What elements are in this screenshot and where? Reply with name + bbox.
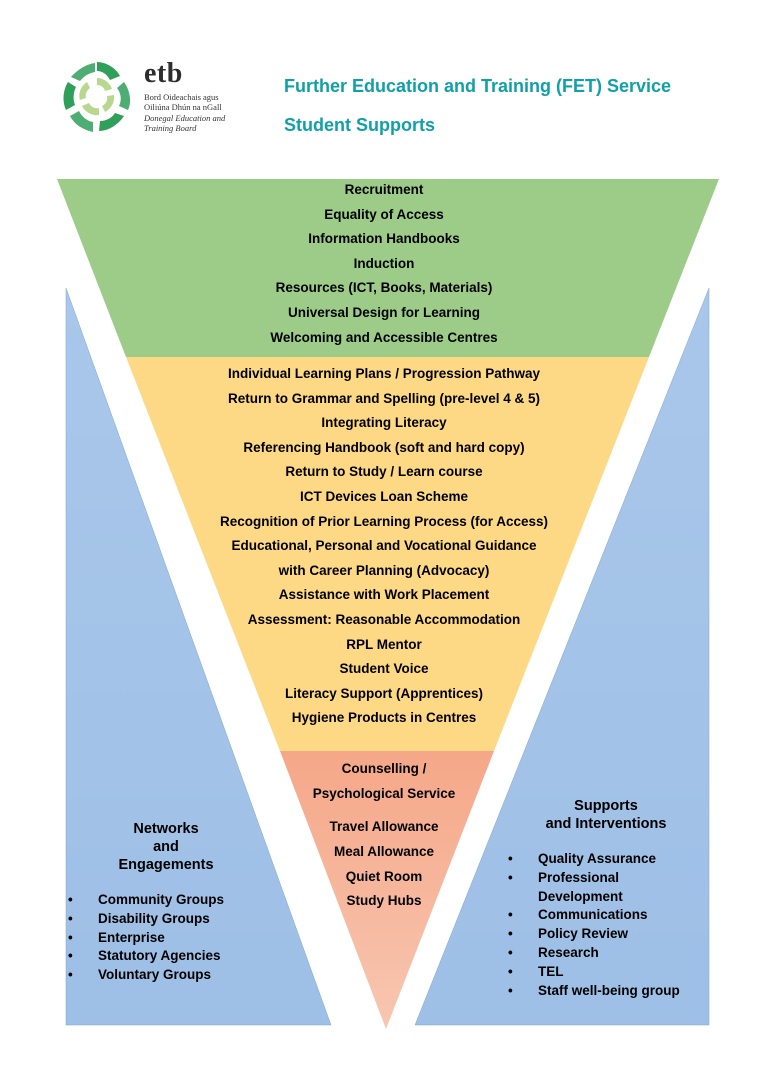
tier3-item: Psychological Service — [312, 785, 456, 801]
bullet-icon: • — [508, 982, 513, 998]
list-item-label: Voluntary Groups — [98, 967, 212, 983]
tier1-item: Welcoming and Accessible Centres — [270, 329, 498, 345]
tier2-list: Individual Learning Plans / Progression … — [168, 362, 600, 731]
tier3-shape — [280, 751, 494, 1029]
tier1-item: Induction — [353, 255, 415, 271]
bullet-icon: • — [508, 926, 513, 942]
list-item: • Policy Review — [504, 925, 680, 944]
tier1-item: Recruitment — [344, 182, 424, 197]
page-subtitle: Student Supports — [284, 115, 435, 135]
bullet-icon: • — [68, 910, 73, 926]
bullet-icon: • — [68, 892, 73, 907]
tier2-item: Literacy Support (Apprentices) — [284, 685, 484, 701]
list-item: • Statutory Agencies — [64, 947, 224, 966]
bullet-icon: • — [68, 967, 73, 983]
logo-swirl-icon — [63, 62, 131, 132]
list-item: • TEL — [504, 963, 680, 982]
list-item-label: TEL — [538, 963, 564, 979]
tier2-item: Return to Grammar and Spelling (pre-leve… — [227, 390, 541, 406]
bullet-icon: • — [68, 929, 73, 945]
tier1-item: Equality of Access — [324, 206, 444, 222]
logo-irish-name-1: Bord Oideachais agus — [144, 92, 219, 102]
list-item-label: Quality Assurance — [538, 851, 657, 866]
tier2-item: Return to Study / Learn course — [285, 464, 483, 480]
tier1-list: Recruitment Equality of Access Informati… — [168, 178, 600, 350]
tier3-list-b: Travel Allowance Meal Allowance Quiet Ro… — [284, 815, 484, 914]
tier3-list-a: Counselling / Psychological Service — [284, 757, 484, 807]
tier2-item: Educational, Personal and Vocational Gui… — [231, 538, 537, 554]
list-item-label: Staff well-being group — [538, 982, 680, 998]
tier2-item: Assessment: Reasonable Accommodation — [247, 611, 521, 627]
bullet-icon: • — [508, 869, 513, 885]
tier1-item: Universal Design for Learning — [287, 304, 481, 320]
left-panel-title-line: Engagements — [118, 857, 214, 873]
tier1-item: Resources (ICT, Books, Materials) — [275, 280, 493, 296]
list-item-label: Research — [538, 944, 599, 960]
tier2-item: RPL Mentor — [346, 636, 422, 652]
tier1-shape — [57, 179, 719, 357]
tier3-item: Study Hubs — [346, 893, 422, 909]
tier2-item: Student Voice — [339, 661, 429, 677]
list-item: • Research — [504, 944, 680, 963]
tier2-item: Assistance with Work Placement — [278, 587, 490, 603]
tier2-item: Hygiene Products in Centres — [291, 710, 477, 726]
tier2-shape — [126, 357, 649, 751]
list-item-label: Development — [538, 888, 623, 904]
list-item-label: Statutory Agencies — [98, 948, 221, 964]
list-item: • Enterprise — [64, 929, 224, 948]
bullet-icon: • — [508, 963, 513, 979]
right-panel-title: Supports and Interventions — [520, 797, 692, 833]
list-item: • Community Groups — [64, 891, 224, 910]
list-item-label: Professional — [538, 869, 620, 885]
list-item: • Disability Groups — [64, 910, 224, 929]
page-title: Further Education and Training (FET) Ser… — [284, 76, 672, 96]
bullet-icon: • — [508, 851, 513, 866]
list-item: • Quality Assurance — [504, 850, 680, 869]
tier3-item: Counselling / — [341, 761, 427, 776]
bullet-icon: • — [68, 948, 73, 964]
tier2-item: with Career Planning (Advocacy) — [278, 562, 490, 578]
left-panel-title-line: and — [153, 839, 179, 855]
list-item-label: Communications — [538, 907, 648, 923]
list-item: • Communications — [504, 906, 680, 925]
tier3-item: Travel Allowance — [329, 819, 439, 834]
right-panel-title-line: Supports — [574, 798, 638, 814]
tier1-item: Information Handbooks — [308, 231, 460, 247]
tier2-item: Integrating Literacy — [321, 415, 447, 431]
right-panel-shape — [414, 287, 710, 1026]
bullet-icon: • — [508, 944, 513, 960]
bullet-icon: • — [508, 907, 513, 923]
left-panel-title: Networks and Engagements — [96, 820, 236, 874]
tier2-item: Referencing Handbook (soft and hard copy… — [243, 439, 525, 455]
tier2-item: Individual Learning Plans / Progression … — [227, 366, 541, 381]
tier2-item: ICT Devices Loan Scheme — [299, 488, 469, 504]
etb-logo: etb Bord Oideachais agus Oiliúna Dhún na… — [58, 58, 228, 138]
tier3-item: Quiet Room — [345, 868, 423, 884]
logo-irish-name-2: Oiliúna Dhún na nGall — [144, 102, 222, 112]
logo-english-name-1: Donegal Education and — [144, 113, 226, 123]
list-item: • Voluntary Groups — [64, 966, 224, 985]
left-panel-list: • Community Groups • Disability Groups • En… — [64, 891, 224, 985]
list-item-label: Disability Groups — [98, 910, 210, 926]
left-panel-title-line: Networks — [133, 821, 199, 837]
left-panel-shape — [65, 287, 332, 1026]
list-item-label: Enterprise — [98, 929, 165, 945]
tier3-item: Meal Allowance — [333, 843, 435, 859]
list-item: • Professional — [504, 869, 680, 888]
tier2-item: Recognition of Prior Learning Process (f… — [219, 513, 549, 529]
list-item-label: Community Groups — [98, 892, 225, 907]
right-panel-list: • Quality Assurance • Professional Develop… — [504, 850, 680, 1000]
list-item: • Staff well-being group — [504, 982, 680, 1001]
list-item-label: Policy Review — [538, 926, 629, 942]
logo-english-name-2: Training Board — [144, 123, 197, 133]
right-panel-title-line: and Interventions — [545, 816, 667, 832]
list-item: Development — [504, 888, 680, 907]
logo-wordmark: etb — [144, 58, 183, 89]
